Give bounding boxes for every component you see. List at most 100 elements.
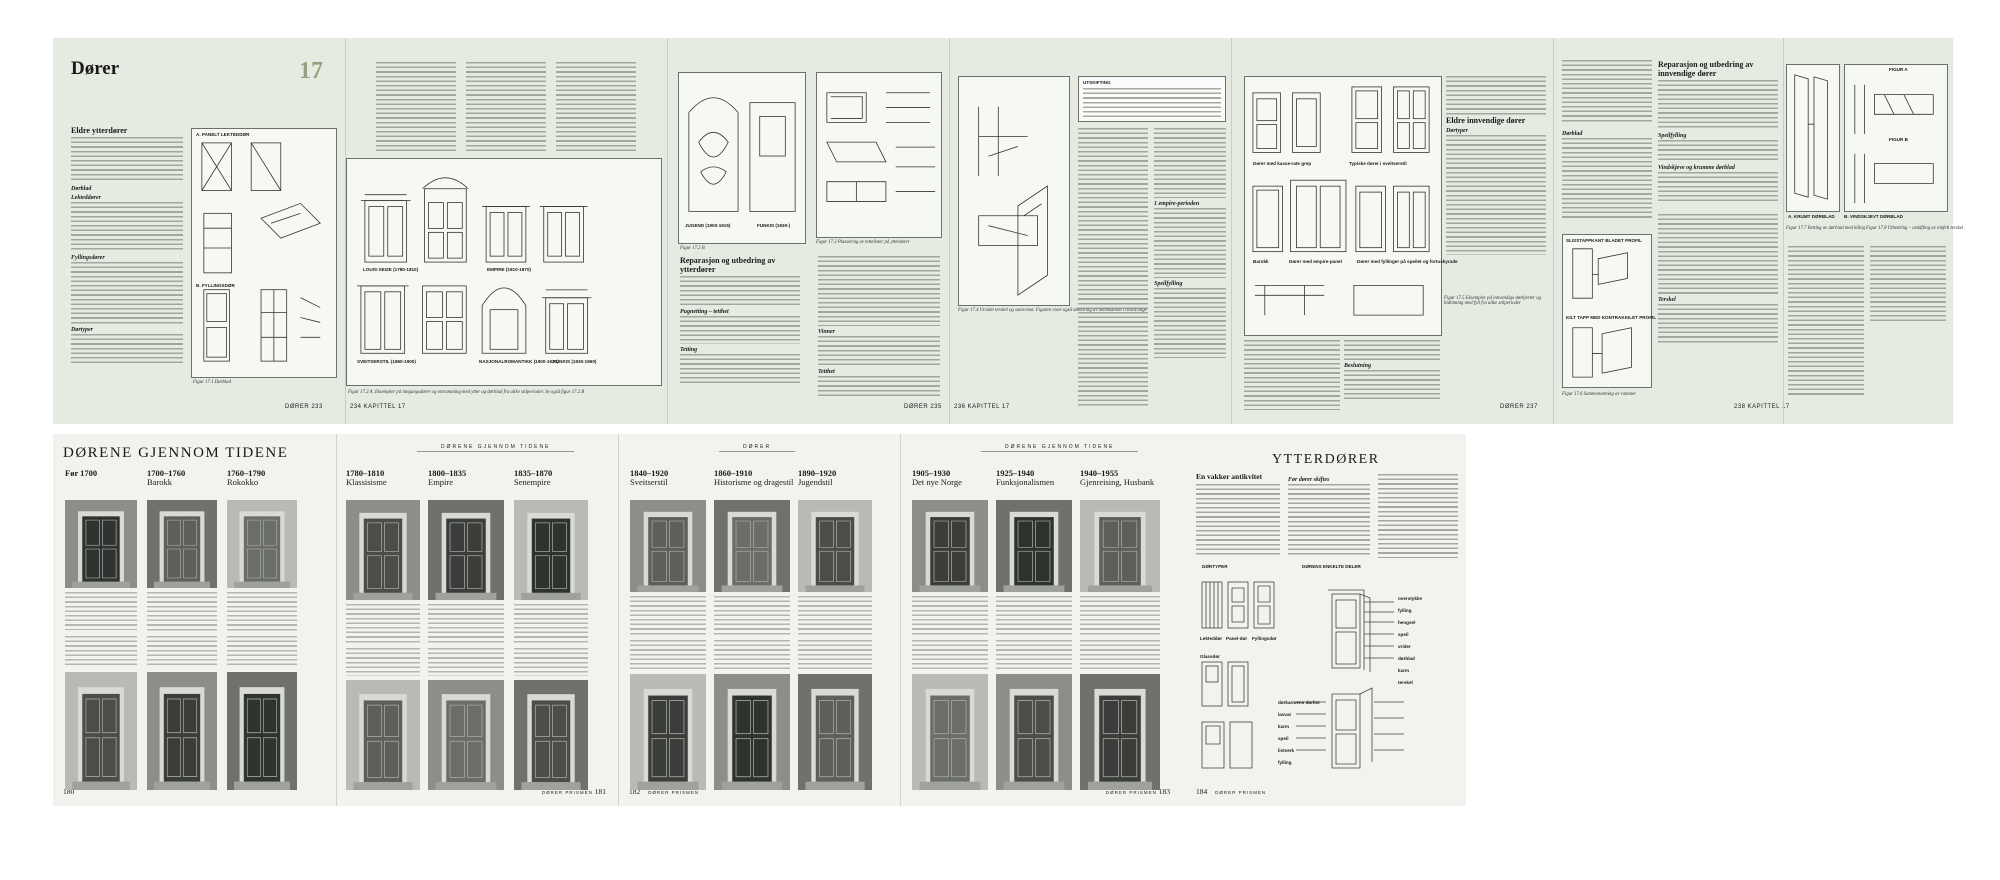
page-237: Dører med kasse-rate grep Typiske dører …: [1231, 38, 1553, 424]
figure-label: Lekteddør: [1200, 636, 1223, 641]
door-photo: [514, 500, 588, 600]
door-photo-image: [147, 672, 217, 790]
period-years: 1840–1920: [630, 468, 669, 478]
subhead: Dørblad: [71, 186, 92, 192]
door-photo-image: [346, 500, 420, 600]
part-label: lasvar: [1278, 712, 1292, 717]
figure-label: Dører med kasse-rate grep: [1253, 161, 1312, 166]
period-years: 1940–1955: [1080, 468, 1119, 478]
figure-label: LOUIS-SEIZE (1780-1810): [363, 267, 419, 272]
door-photo-image: [630, 500, 706, 592]
joint-drawings: [1572, 248, 1632, 378]
door-photo: [1080, 500, 1160, 592]
figure-caption: Figur 17.3 Plassering av tettelister på …: [816, 240, 910, 245]
running-head: DØRENE GJENNOM TIDENE: [981, 444, 1139, 452]
figure-caption: Figur 17.2 B: [680, 246, 705, 251]
door-photo-image: [65, 672, 137, 790]
figure-label: FIGUR B: [1889, 137, 1908, 142]
part-label: speil: [1278, 736, 1289, 741]
door-photo-image: [227, 500, 297, 588]
period-years: 1925–1940: [996, 468, 1035, 478]
page-title: YTTERDØRER: [1272, 452, 1380, 467]
part-label: listverk: [1278, 748, 1295, 753]
page-number: 184 DØRER PRISMEN: [1196, 787, 1267, 796]
door-correction-drawing: [1794, 74, 1828, 200]
figure-label: Dører med empire-panel: [1289, 259, 1342, 264]
part-label: terskel: [1398, 680, 1413, 685]
figure-label: Dører med fyllinger på speilet og fortus…: [1357, 259, 1458, 264]
door-photo: [227, 500, 297, 588]
sealing-strips-figure: [816, 72, 942, 238]
door-photo: [428, 680, 504, 790]
door-photo: [996, 500, 1072, 592]
figure-label: FUNKIS (1930-): [757, 223, 791, 228]
figure-caption: Figur 17.7 Retting av dørblad med kiling: [1786, 226, 1866, 231]
page-235: JUGEND (1900-1915) FUNKIS (1930-) Figur …: [667, 38, 949, 424]
subhead: Dørtyper: [71, 327, 93, 333]
subhead: Speilfylling: [1658, 133, 1687, 139]
figure-caption: Figur 17.5 Eksempler på innvendige dørhj…: [1444, 296, 1542, 306]
threshold-replacement-drawing: [1854, 84, 1934, 204]
figure-caption: Figur 17.4 Utvidet terskel og sams-mot. …: [958, 308, 1147, 313]
page-233: Dører 17 Eldre ytterdører Dørblad Lekted…: [53, 38, 345, 424]
door-photo-image: [1080, 674, 1160, 790]
door-photo-image: [912, 500, 988, 592]
door-photo: [514, 680, 588, 790]
page-183: DØRENE GJENNOM TIDENE DØRER PRISMEN 183: [900, 434, 1182, 806]
page-number: 180: [63, 787, 75, 796]
figure-label: Typiske dører i sveitserstil: [1349, 161, 1407, 166]
ytterdor-diagrams: [1201, 581, 1404, 769]
page-239: FIGUR A FIGUR B A. KRUMT DØRBLAD B. VIND…: [1783, 38, 1963, 424]
part-label: dørkarmens dørlist: [1278, 700, 1320, 705]
period-column: 1905–1930 Det nye Norge: [912, 468, 988, 792]
bottom-spread: DØRENE GJENNOM TIDENE 180 DØRENE GJENNOM…: [53, 434, 1466, 806]
part-label: fylling: [1278, 760, 1292, 765]
door-photo-image: [147, 500, 217, 588]
subhead: Vinner: [818, 329, 836, 335]
page-180: DØRENE GJENNOM TIDENE 180: [53, 434, 336, 806]
page-234: LOUIS-SEIZE (1780-1810) EMPIRE (1810-187…: [345, 38, 667, 424]
page-238: Dørblad Reparasjon og utbedring av innve…: [1553, 38, 1789, 424]
door-photo: [630, 674, 706, 790]
text-column: Eldre innvendige dører Dørtyper: [1446, 76, 1546, 288]
subhead: Speilfylling: [1154, 281, 1183, 287]
section-title: Eldre ytterdører: [71, 126, 128, 135]
part-label: hengsel: [1398, 620, 1416, 625]
subhead: Før dører skiftes: [1288, 477, 1330, 483]
threshold-figure: [958, 76, 1070, 306]
door-photo-image: [227, 672, 297, 790]
text-column: Reparasjon og utbedring av innvendige dø…: [1658, 60, 1778, 210]
running-head: DØRER: [719, 444, 796, 452]
section-title: Reparasjon og utbedring av ytterdører: [680, 256, 776, 274]
frame-joints-figure: SLISSTAPPKANT BLADET PROFIL KILT TAPP ME…: [1562, 234, 1656, 388]
door-photo: [227, 672, 297, 790]
period-years: 1700–1760: [147, 468, 186, 478]
figure-caption: Figur 17.6 Sammensetning av rammer: [1562, 392, 1636, 397]
subhead: Vindskjeve og krumme dørblad: [1658, 165, 1735, 171]
page-number: DØRER PRISMEN 181: [541, 787, 606, 796]
running-head: DØRENE GJENNOM TIDENE: [417, 444, 575, 452]
part-label: fylling: [1398, 608, 1412, 613]
door-photo-image: [798, 500, 872, 592]
door-photo: [798, 674, 872, 790]
figure-label: B. FYLLINGSDØR: [196, 283, 235, 288]
part-label: karm: [1398, 668, 1409, 673]
part-label: overstykke: [1398, 596, 1423, 601]
door-photo: [346, 680, 420, 790]
chapter-title: Dører: [71, 58, 120, 79]
door-photo: [714, 500, 790, 592]
period-years: 1905–1930: [912, 468, 951, 478]
period-name: Det nye Norge: [912, 477, 962, 487]
page-footer: DØRER 237: [1500, 404, 1538, 410]
sealing-strips-drawing: [826, 92, 936, 202]
text-column: Dørblad: [1562, 128, 1652, 228]
section-title: Eldre innvendige dører: [1446, 116, 1526, 125]
subhead: Beslutning: [1344, 363, 1372, 369]
period-column: 1860–1910 Historisme og dragestil: [714, 468, 793, 792]
period-years: 1890–1920: [798, 468, 837, 478]
door-photo: [147, 672, 217, 790]
period-column: 1925–1940 Funksjonalismen: [996, 468, 1072, 792]
page-footer: DØRER 233: [285, 404, 323, 410]
style-period-doors-figure: LOUIS-SEIZE (1780-1810) EMPIRE (1810-187…: [346, 158, 662, 386]
period-name: Empire: [428, 477, 454, 487]
